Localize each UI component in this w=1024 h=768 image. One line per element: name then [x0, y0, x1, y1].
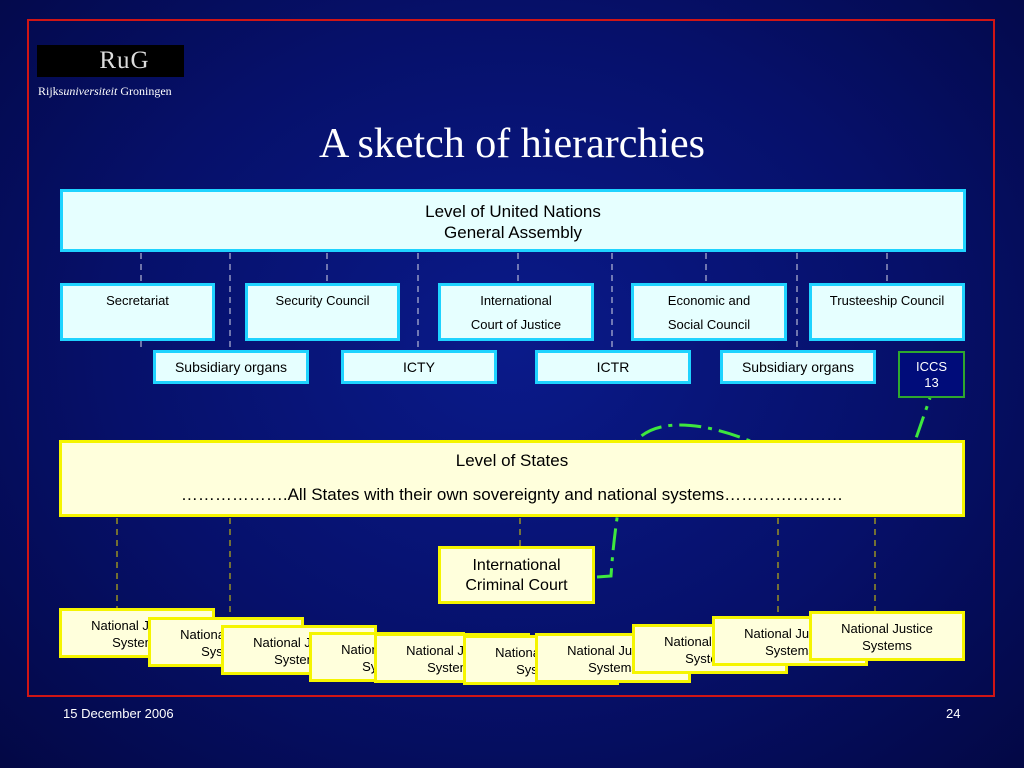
states-level-line1: Level of States	[455, 451, 569, 470]
un-level-line2: General Assembly	[444, 223, 582, 242]
icc-box: International Criminal Court	[438, 546, 595, 604]
subsidiary-organs-2: Subsidiary organs	[720, 350, 876, 384]
slide-frame	[27, 19, 995, 697]
organ-trusteeship-council: Trusteeship Council	[809, 283, 965, 341]
ictr-box: ICTR	[535, 350, 691, 384]
footer-page-number: 24	[946, 706, 961, 721]
icty-box: ICTY	[341, 350, 497, 384]
rug-logo: RuG	[37, 45, 184, 77]
logo-mark: RuG	[99, 47, 150, 74]
organ-security-council: Security Council	[245, 283, 400, 341]
states-level-box: Level of States ……………….All States with t…	[59, 440, 965, 517]
states-level-line2: ……………….All States with their own soverei…	[180, 485, 844, 504]
iccs-box: ICCS 13	[898, 351, 965, 398]
footer-date: 15 December 2006	[63, 706, 174, 721]
logo-subtitle: Rijksuniversiteit Groningen	[38, 84, 172, 98]
organ-secretariat: Secretariat	[60, 283, 215, 341]
un-level-box: Level of United Nations General Assembly	[60, 189, 966, 252]
un-level-line1: Level of United Nations	[425, 202, 601, 221]
slide-title: A sketch of hierarchies	[318, 121, 706, 167]
subsidiary-organs-1: Subsidiary organs	[153, 350, 309, 384]
